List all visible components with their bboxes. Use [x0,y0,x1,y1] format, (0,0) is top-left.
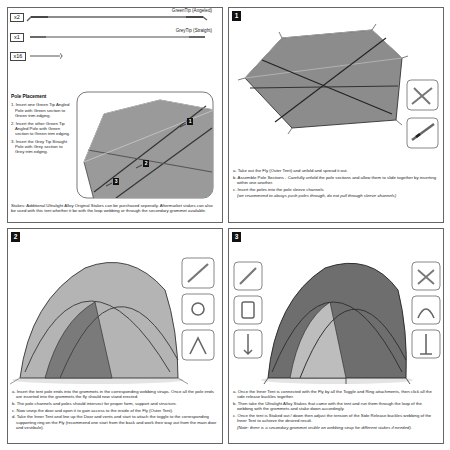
instruction-text: a. Insert the tent pole ends into the gr… [12,389,218,399]
text-column: a. Take out the Fly (Outer Tent) and unf… [233,168,439,199]
instruction-panel: 1 a. Take out the Fly (Outer Tent) and un… [228,7,444,223]
tent-fly [20,262,178,378]
detail-glyph [418,270,434,284]
step-number-text: 3 [235,234,239,241]
quantity-text: x16 [14,54,23,60]
quantity-box: x1 [10,33,24,42]
instruction-text: a. Take out the Fly (Outer Tent) and unf… [233,168,439,173]
instruction-text: b. Then take the Ultralight Alloy Stakes… [233,401,439,411]
quantity-box: x16 [10,52,26,61]
straight-pole [30,36,205,37]
instruction-text: 1. Insert one Green Tip Angled Pole with… [11,102,73,118]
note-text: Stakes: Additional Ultralight Alloy Orig… [11,203,215,213]
step-number: 3 [232,232,241,242]
part-name: GreenTip (Angeled) [120,8,212,13]
detail-box [407,118,438,148]
stake [30,54,62,59]
callout-number: 3 [113,178,119,185]
inset-fly [84,100,213,198]
pole-channel [250,86,398,88]
part-name: GreyTip (Straight) [120,28,212,33]
detail-box [412,296,440,324]
pole-tip [30,36,205,38]
pole-channel [300,309,406,378]
quantity-box: x2 [10,13,24,22]
flat-fly [245,30,402,128]
instruction-text: c. Insert the poles into the pole sleeve… [233,187,439,192]
stake-mark [264,378,410,384]
instruction-panel: 3 a. Once the Inner Tent is connected wit… [228,228,444,444]
text-column: Pole Placement 1. Insert one Green Tip An… [11,94,73,154]
pole-channel [94,106,206,192]
step-number-text: 2 [14,234,18,241]
angled-pole [27,17,207,21]
step-number: 2 [11,232,20,242]
detail-box [407,80,438,110]
step-number: 1 [232,11,241,21]
callout-number: 1 [187,118,193,125]
tent-fly [268,263,406,378]
instruction-text: a. Once the Inner Tent is connected with… [233,389,439,399]
instruction-text: b. The pole channels and poles should in… [12,401,218,406]
instruction-text: 3. Insert the Grey Tip Straight Pole wit… [11,139,73,155]
detail-glyph [192,303,204,315]
instruction-text: b. Assemble Pole Sections - Carefully un… [233,175,439,185]
detail-glyph [244,334,252,354]
detail-box [182,294,214,324]
detail-box [234,262,262,290]
heading: Pole Placement [11,94,73,100]
detail-box [412,330,440,358]
trim-edge [245,30,402,78]
detail-box [234,330,262,358]
text-column: Stakes: Additional Ultralight Alloy Orig… [11,203,215,213]
detail-box [234,296,262,324]
detail-box [412,262,440,290]
leader-line [106,124,186,186]
detail-box [182,330,214,360]
quantity-text: x1 [14,35,20,41]
instruction-text: 2. Insert the other Green Tip Angled Pol… [11,121,73,137]
text-column: a. Insert the tent pole ends into the gr… [12,389,218,430]
pole-channel [275,38,386,122]
instruction-text: c. Once the tent is Staked out / down th… [233,413,439,423]
step-number-text: 1 [235,13,239,20]
detail-glyph [420,334,432,354]
pole-tip [31,16,203,18]
callout-number: 2 [143,160,149,167]
trim-edge [84,100,213,162]
corner-strap [238,24,408,134]
detail-glyph [240,268,256,284]
instruction-panel: 2 a. Insert the tent pole ends into the g… [7,228,223,444]
instruction-text: c. Now unzip the door and open it to gai… [12,408,218,413]
fly-body [84,100,213,198]
detail-box [182,258,214,288]
detail-glyph [412,88,432,104]
note-text: (Note: there is a secondary grommet visi… [233,425,439,430]
guy-line [10,378,188,384]
detail-glyph [188,264,208,282]
pole-channel [25,301,170,372]
detail-glyph [412,124,434,140]
detail-glyph [418,309,434,318]
quantity-text: x2 [14,15,20,21]
instruction-text: d. Take the Inner Tent and line up the D… [12,414,218,430]
pole-channel [272,302,402,372]
detail-glyph [242,302,254,318]
detail-glyph [416,134,420,137]
text-column: a. Once the Inner Tent is connected with… [233,389,439,430]
instruction-panel: x2 x1 x16Pole Placement 1. Insert one Green… [7,7,223,223]
note-text: (we recommend to always push poles throu… [233,193,439,198]
pole-channel [60,307,178,378]
detail-glyph [190,338,206,354]
